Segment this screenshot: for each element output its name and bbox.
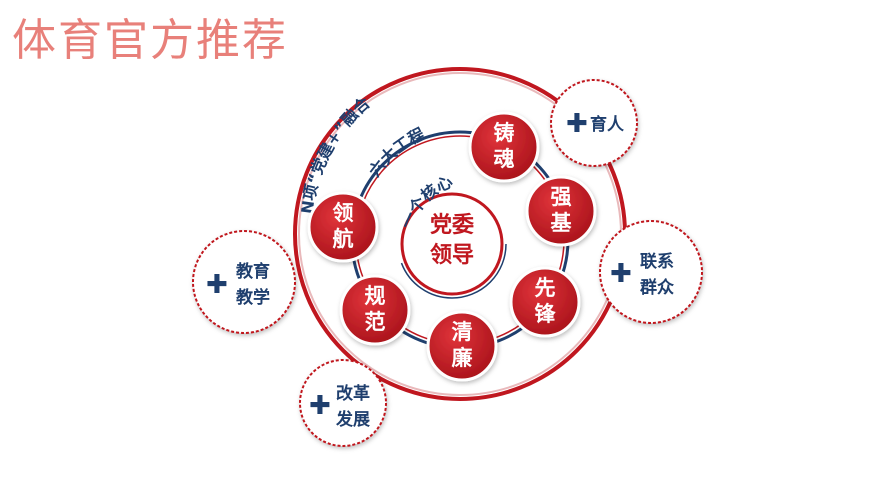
project-node-qinglian-line2: 廉 — [452, 346, 473, 370]
project-node-qinglian — [426, 310, 498, 382]
satellite-gaige — [299, 359, 387, 447]
project-node-qiangji-line1: 强 — [551, 185, 572, 209]
project-node-linghang-line2: 航 — [333, 227, 354, 251]
project-node-qinglian-line1: 清 — [452, 320, 473, 344]
satellite-lianxi-plus-icon: ✚ — [610, 259, 632, 289]
satellite-yuren-line1: 育人 — [590, 114, 625, 135]
satellite-jiaoyu — [192, 230, 296, 334]
project-node-guifan — [339, 274, 411, 346]
satellite-yuren — [550, 79, 638, 167]
project-node-xianfeng-line2: 锋 — [535, 302, 557, 326]
satellite-gaige-line1: 改革 — [336, 383, 370, 404]
satellite-jiaoyu-line2: 教学 — [235, 287, 270, 308]
project-node-zhuhun-line2: 魂 — [494, 147, 515, 171]
core-line1: 党委 — [430, 213, 474, 238]
core-ring — [400, 192, 504, 296]
project-node-zhuhun-line1: 铸 — [494, 121, 515, 145]
middle-ring-label-path: 六大工程 — [365, 124, 428, 180]
project-node-xianfeng-line1: 先 — [535, 276, 556, 300]
project-node-zhuhun — [468, 111, 540, 183]
middle-ring-label: 六大工程 — [365, 124, 428, 180]
project-node-qiangji — [525, 175, 597, 247]
core-ring-navy — [397, 189, 507, 299]
project-node-linghang-line1: 领 — [333, 201, 354, 225]
satellite-lianxi — [599, 220, 703, 324]
project-node-qiangji-line2: 基 — [551, 211, 573, 235]
core-line2: 领导 — [430, 242, 474, 268]
project-node-guifan-line2: 范 — [365, 310, 386, 334]
project-node-xianfeng — [509, 266, 581, 338]
satellite-gaige-plus-icon: ✚ — [309, 391, 331, 421]
satellite-lianxi-line2: 群众 — [640, 277, 675, 298]
project-node-guifan-line1: 规 — [365, 284, 386, 308]
satellite-yuren-plus-icon: ✚ — [566, 109, 588, 139]
satellite-jiaoyu-plus-icon: ✚ — [206, 270, 228, 300]
watermark-text: 体育官方推荐 — [12, 15, 288, 66]
satellite-jiaoyu-line1: 教育 — [235, 261, 270, 282]
satellite-lianxi-line1: 联系 — [640, 252, 674, 272]
project-node-linghang — [307, 191, 379, 263]
satellite-gaige-line2: 发展 — [335, 409, 370, 430]
